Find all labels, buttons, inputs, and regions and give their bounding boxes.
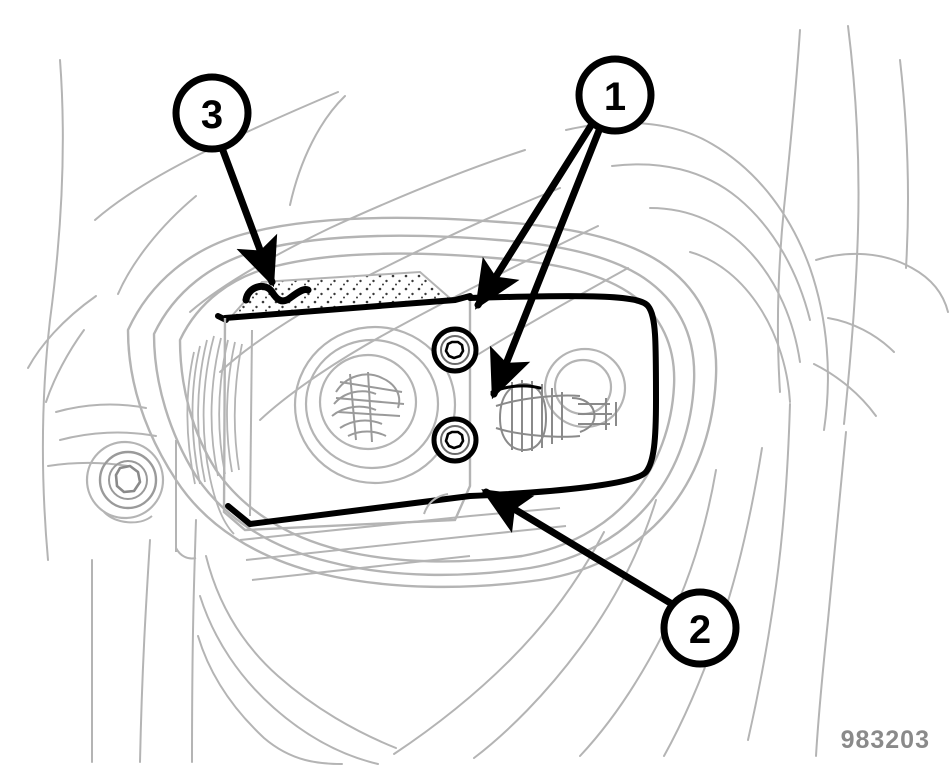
mounted-component [186, 270, 659, 581]
fastener-upper [431, 326, 479, 374]
component-ribbed-side [186, 335, 243, 535]
callout-3[interactable]: 3 [172, 73, 252, 153]
fastener-lower [431, 416, 479, 464]
callout-1-leader-a [474, 120, 596, 310]
callout-1-leader-b [489, 124, 604, 400]
fastener-lower-left [85, 440, 197, 560]
component-bottom-edge-heavy [225, 493, 473, 527]
callout-2[interactable]: 2 [660, 588, 740, 668]
background-body-contours [27, 25, 949, 765]
callout-3-leader [218, 144, 278, 288]
component-right-edge-heavy [467, 293, 659, 499]
port-large [293, 325, 457, 485]
component-top-edge-heavy [222, 293, 473, 321]
callout-2-leader [481, 488, 676, 608]
callout-2-circle[interactable] [660, 588, 740, 668]
callout-1-circle[interactable] [575, 55, 655, 135]
component-face-inner-line [249, 329, 253, 517]
callout-3-circle[interactable] [172, 73, 252, 153]
port-large-internal-vanes [331, 371, 405, 443]
callout-1-leaders [474, 120, 604, 400]
callout-1[interactable]: 1 [575, 55, 655, 135]
figure-id-label: 983203 [841, 726, 930, 754]
component-top-stipple [230, 272, 452, 318]
